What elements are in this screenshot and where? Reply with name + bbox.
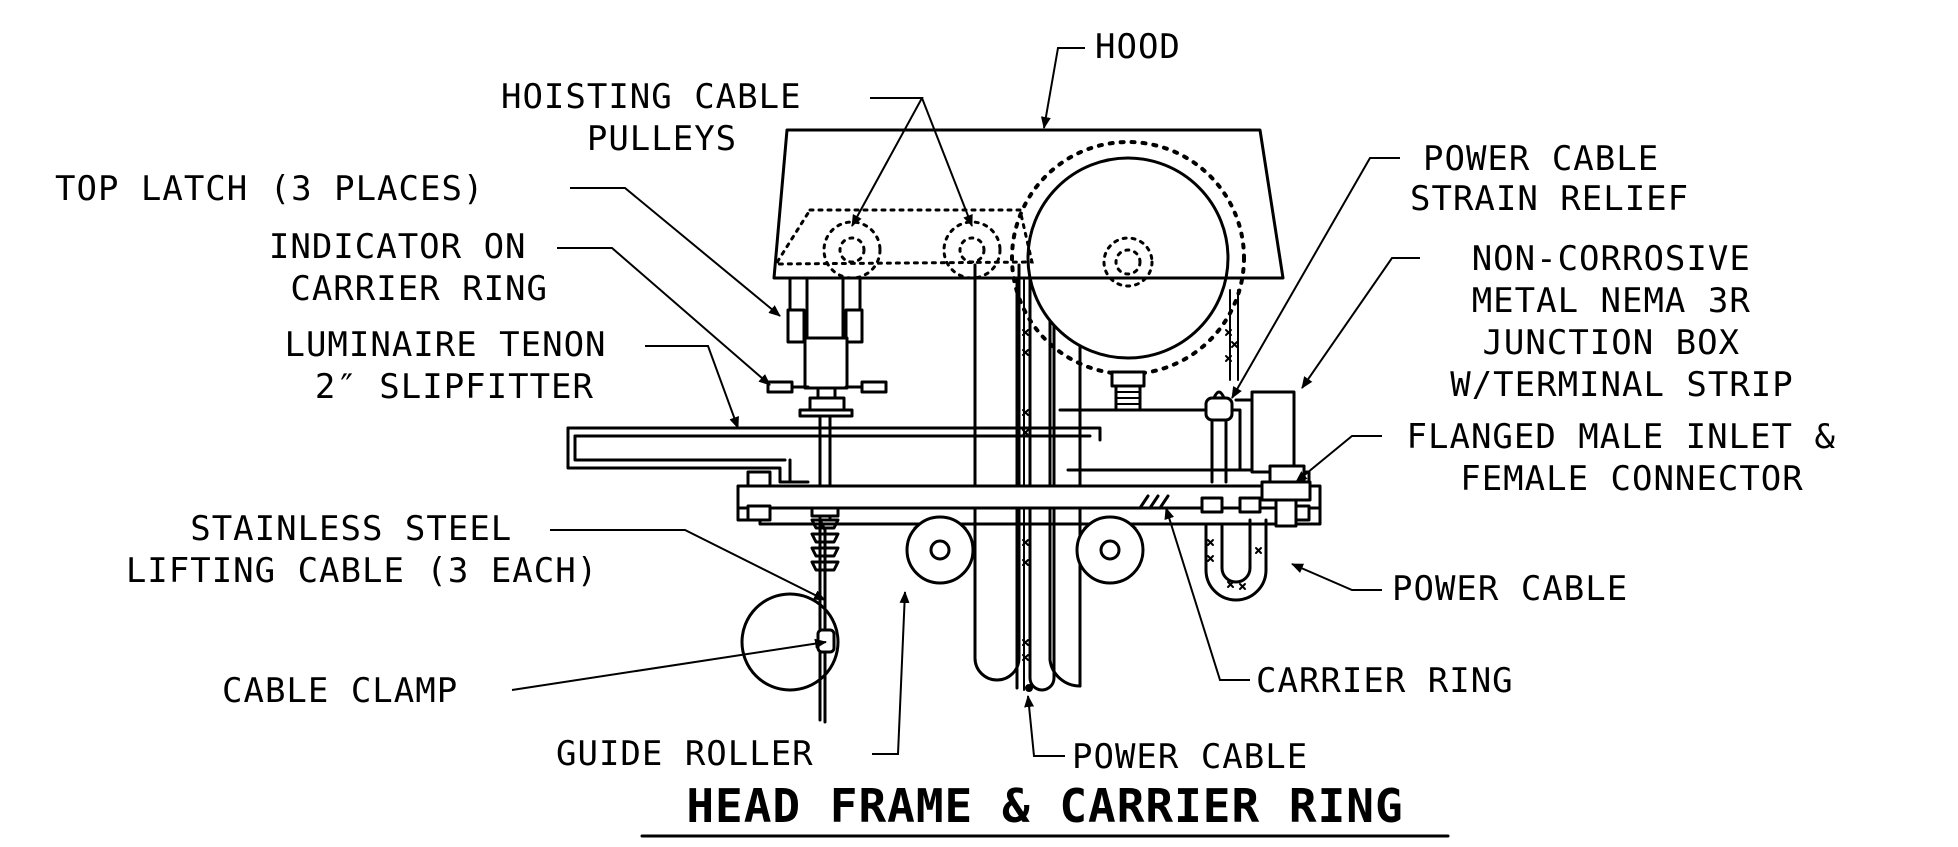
label-hoisting-cable-pulleys: HOISTING CABLE PULLEYS [501, 77, 823, 159]
power-cable-sheave [1010, 140, 1246, 412]
top-latch-assembly [766, 276, 888, 418]
drawing [566, 128, 1322, 724]
label-power-cable-right: POWER CABLE [1392, 569, 1628, 609]
label-cable-clamp: CABLE CLAMP [222, 671, 458, 711]
label-guide-roller: GUIDE ROLLER [556, 734, 814, 774]
right-cable [1225, 289, 1239, 381]
label-luminaire-tenon: LUMINAIRE TENON 2″ SLIPFITTER [284, 325, 628, 407]
luminaire-tenon-arm [566, 408, 1242, 484]
leaders [511, 47, 1420, 757]
label-junction-box: NON-CORROSIVE METAL NEMA 3R JUNCTION BOX… [1450, 239, 1794, 405]
label-top-latch: TOP LATCH (3 PLACES) [55, 169, 484, 209]
carrier-ring-plate [736, 470, 1322, 526]
label-flanged-inlet: FLANGED MALE INLET & FEMALE CONNECTOR [1407, 417, 1858, 499]
label-carrier-ring: CARRIER RING [1256, 661, 1514, 701]
label-stainless-cable: STAINLESS STEEL LIFTING CABLE (3 EACH) [126, 509, 598, 591]
label-strain-relief: POWER CABLE STRAIN RELIEF [1410, 139, 1689, 219]
guide-roller-right [1075, 515, 1145, 585]
label-hood: HOOD [1095, 27, 1181, 67]
junction-box-assembly [1204, 390, 1312, 602]
guide-roller-left [905, 515, 975, 585]
diagram-title: HEAD FRAME & CARRIER RING [686, 779, 1403, 833]
label-indicator: INDICATOR ON CARRIER RING [269, 227, 548, 309]
labels: HOOD HOISTING CABLE PULLEYS TOP LATCH (3… [55, 27, 1858, 838]
label-power-cable-bottom: POWER CABLE [1072, 737, 1308, 777]
